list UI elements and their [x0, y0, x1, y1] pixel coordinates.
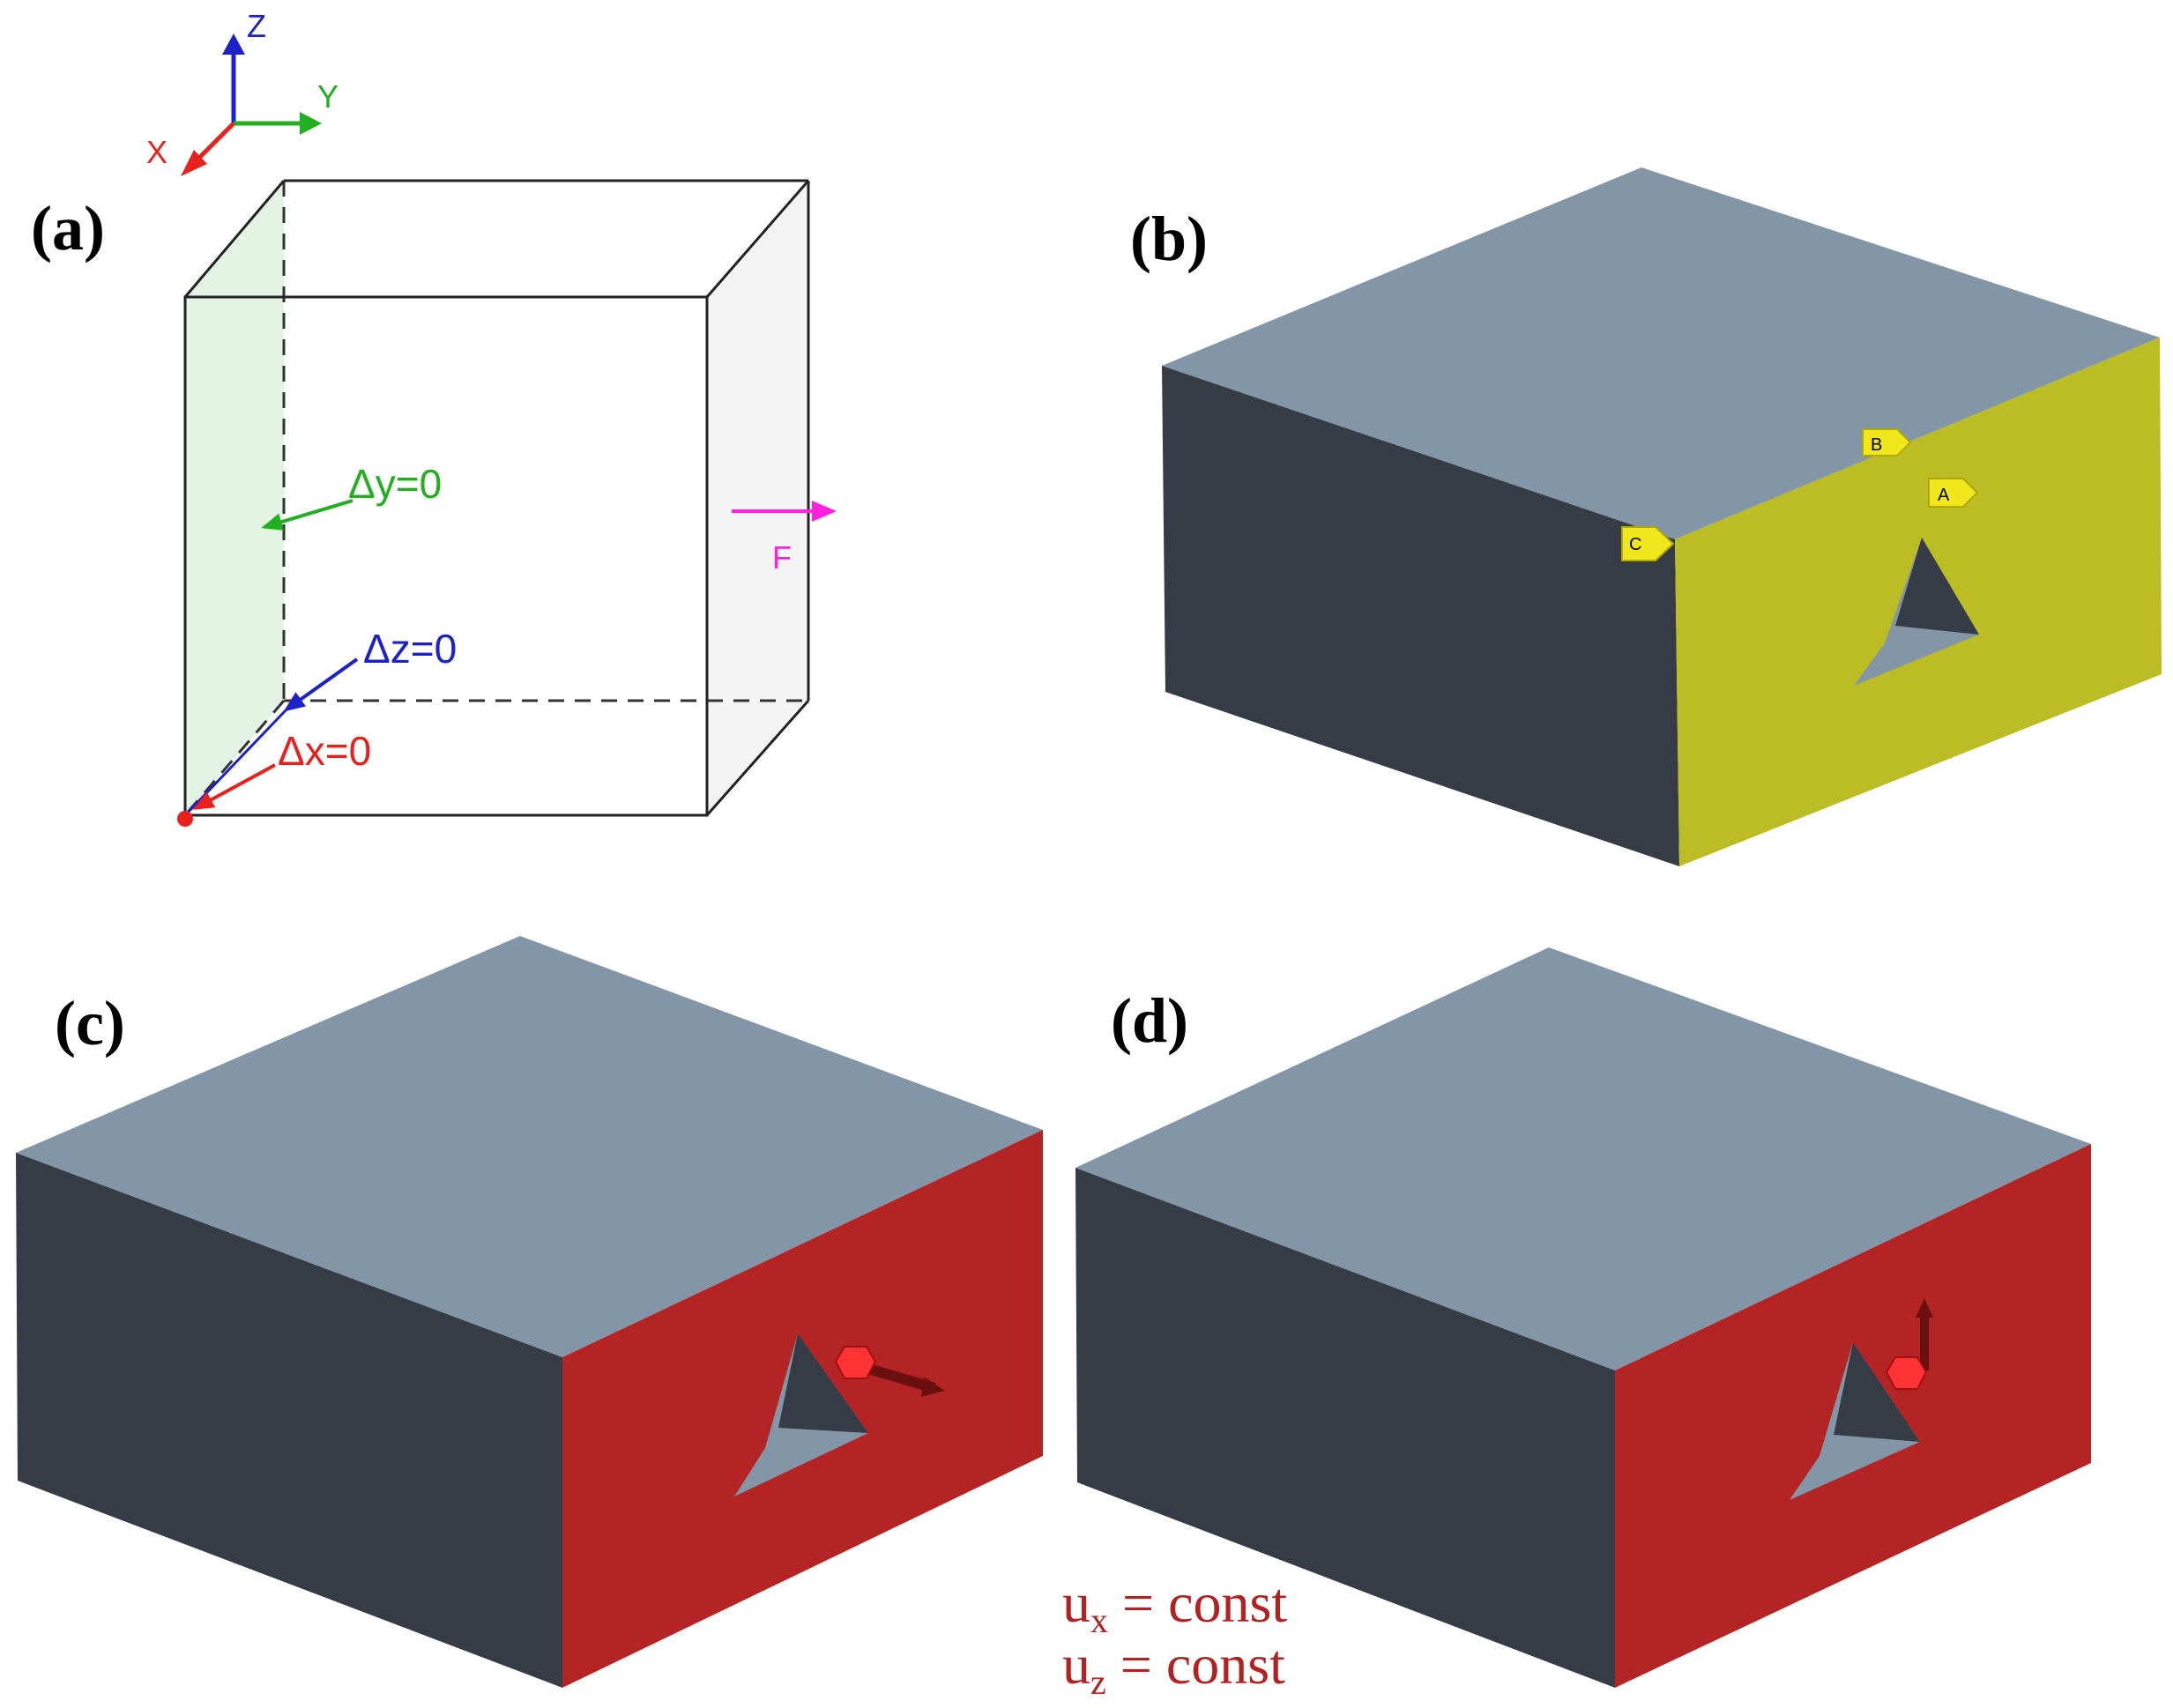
dy-arrow [261, 499, 353, 531]
notch-side-face [778, 1333, 868, 1433]
y-axis-arrowhead [300, 112, 322, 135]
displacement-handle [834, 1346, 877, 1379]
notch-side-face [1834, 1342, 1920, 1442]
tag-a-text: A [1938, 486, 1950, 505]
block-top-face [16, 936, 1043, 1357]
panel-label-b: (b) [1130, 204, 1208, 274]
edge-top-right [705, 180, 810, 298]
block-top-face [1162, 167, 2160, 539]
panel-label-a: (a) [31, 193, 105, 264]
panel-label-d: (d) [1111, 985, 1188, 1056]
tag-b: B [1862, 428, 1912, 457]
loaded-face [707, 181, 808, 815]
force-label: F [772, 539, 792, 576]
panel-d: (d) [1075, 947, 2091, 1688]
displacement-marker-z [1885, 1298, 1933, 1390]
y-axis-label: Y [317, 78, 339, 115]
dz-arrow [283, 657, 359, 712]
block-front-face [1075, 1168, 1615, 1688]
edge-bottom-right [705, 700, 810, 816]
tag-b-text: B [1871, 435, 1882, 455]
wireframe-cube [183, 179, 810, 817]
edge-top-left [183, 180, 286, 298]
displacement-marker-x [834, 1346, 945, 1397]
z-axis-label: Z [247, 8, 266, 44]
caption-line-ux: ux = const [1062, 1571, 1287, 1640]
panel-c: (c) [16, 936, 1043, 1688]
panel-label-c: (c) [55, 988, 125, 1058]
x-axis-label: X [146, 134, 167, 170]
axis-triad: Z Y X [146, 8, 339, 176]
dx-arrow [192, 763, 276, 810]
fixed-face [185, 181, 284, 815]
caption-line-uz: uz = const [1062, 1633, 1285, 1702]
tag-c: C [1621, 526, 1675, 561]
block-front-face [1162, 366, 1679, 866]
tag-a: A [1928, 478, 1979, 508]
panel-b: (b) B A C [1130, 167, 2162, 866]
fixed-point [177, 811, 193, 827]
panel-a: Z Y X (a) Δy=0 [31, 8, 837, 827]
displacement-handle [1885, 1356, 1928, 1390]
dz-label: Δz=0 [363, 626, 457, 672]
boundary-condition-caption: ux = const uz = const [1062, 1571, 1287, 1702]
tag-c-text: C [1629, 535, 1641, 554]
x-axis-arrowhead [181, 150, 207, 176]
dy-label: Δy=0 [348, 461, 442, 507]
notch-side-face [1895, 538, 1979, 635]
z-axis-arrowhead [222, 33, 245, 55]
block-top-face [1075, 947, 2091, 1370]
block-front-face [16, 1153, 562, 1688]
dx-label: Δx=0 [278, 728, 371, 774]
